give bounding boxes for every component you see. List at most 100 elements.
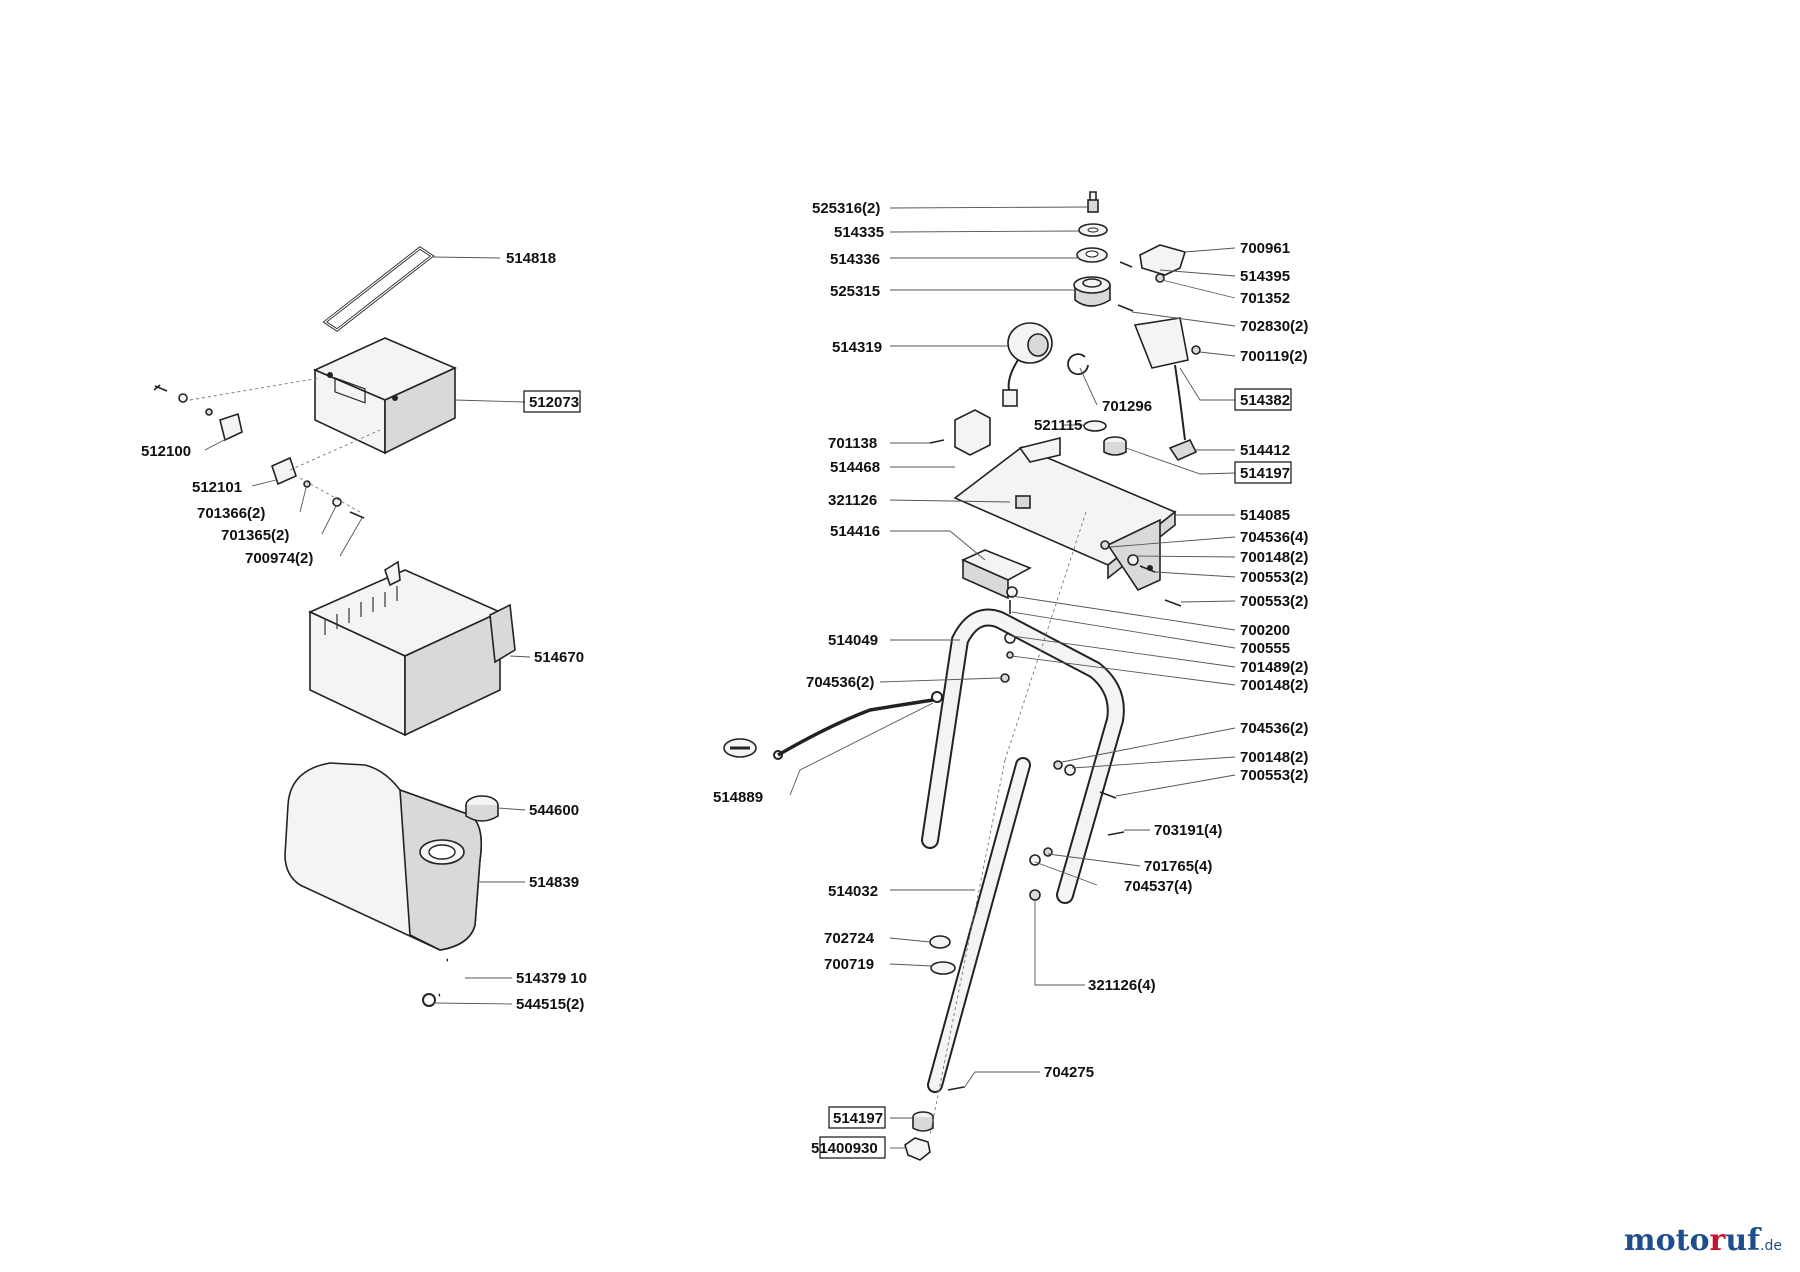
- part-number-label: 514416: [830, 523, 880, 540]
- relay: [929, 409, 991, 456]
- part-number-label: 704536(4): [1240, 529, 1308, 546]
- part-number-label: 514319: [832, 339, 882, 356]
- ignition-switch: [1073, 276, 1111, 307]
- part-number-label: 702724: [824, 930, 875, 947]
- terminal-cover-plus: [219, 412, 243, 442]
- brand-part1: moto: [1623, 1223, 1710, 1258]
- part-number-label: 704536(2): [1240, 720, 1308, 737]
- part-number-label: 514382: [1240, 392, 1290, 409]
- fuel-hose: [438, 957, 471, 997]
- part-number-label: 321126: [828, 492, 877, 509]
- brand-logo: motoruf.de: [1624, 1223, 1782, 1258]
- part-number-label: 544600: [529, 802, 579, 819]
- handlebar: [921, 608, 1125, 904]
- key-washer: [1078, 223, 1108, 237]
- part-number-label: 514412: [1240, 442, 1290, 459]
- switch-nut: [1076, 247, 1108, 263]
- bushing-lower: [912, 1111, 934, 1132]
- grommet: [1083, 420, 1107, 432]
- part-labels: 514818 512073 512100 512101 701366(2) 70…: [141, 200, 1308, 1159]
- clip: [1168, 438, 1198, 462]
- part-number-label: 514335: [834, 224, 884, 241]
- part-number-label: 701366(2): [197, 505, 265, 522]
- hose-clamp: [422, 993, 436, 1007]
- part-number-label: 701489(2): [1240, 659, 1308, 676]
- part-number-label: 512101: [192, 479, 242, 496]
- part-number-label: 514085: [1240, 507, 1290, 524]
- part-number-label: 700961: [1240, 240, 1290, 257]
- fasteners-handle: [929, 673, 1125, 975]
- part-number-label: 703191(4): [1154, 822, 1222, 839]
- part-number-label: 702830(2): [1240, 318, 1308, 335]
- boxed-label-frame: [1234, 461, 1292, 484]
- part-number-label: 321126(4): [1088, 977, 1156, 994]
- part-number-label: 700553(2): [1240, 569, 1308, 586]
- boxed-label-frame: [1234, 388, 1292, 411]
- part-number-label: 514197: [1240, 465, 1290, 482]
- part-number-label: 514818: [506, 250, 556, 267]
- part-number-label: 704537(4): [1124, 878, 1192, 895]
- assembly-line: [1004, 511, 1087, 761]
- assembly-line: [189, 377, 321, 401]
- part-number-label: 514468: [830, 459, 880, 476]
- horn: [1002, 322, 1053, 407]
- assembly-line: [929, 759, 1006, 1136]
- part-number-label: 700553(2): [1240, 767, 1308, 784]
- cable-holder: [961, 549, 1032, 600]
- part-number-label: 512100: [141, 443, 191, 460]
- part-number-label: 514839: [529, 874, 579, 891]
- battery-tray: [308, 560, 516, 737]
- steering-column: [927, 757, 1031, 1093]
- part-number-label: 544515(2): [516, 996, 584, 1013]
- part-number-label: 514670: [534, 649, 584, 666]
- part-number-label: 700555: [1240, 640, 1290, 657]
- part-number-label: 701365(2): [221, 527, 289, 544]
- brand-part2: r: [1709, 1223, 1726, 1258]
- brand-part3: uf: [1725, 1223, 1761, 1258]
- part-number-label: 700719: [824, 956, 874, 973]
- part-number-label: 514379 10: [516, 970, 587, 987]
- part-number-label: 514889: [713, 789, 763, 806]
- part-number-label: 700200: [1240, 622, 1290, 639]
- part-number-label: 514032: [828, 883, 878, 900]
- fuel-cap: [465, 795, 499, 822]
- part-number-label: 514395: [1240, 268, 1290, 285]
- part-number-label: 514197: [833, 1110, 883, 1127]
- part-number-label: 704536(2): [806, 674, 874, 691]
- steering-nut: [904, 1137, 931, 1161]
- part-number-label: 700148(2): [1240, 549, 1308, 566]
- part-number-label: 525316(2): [812, 200, 880, 217]
- circlip: [1067, 353, 1089, 376]
- part-number-label: 700148(2): [1240, 749, 1308, 766]
- spring-pin: [947, 1086, 965, 1091]
- part-number-label: 704275: [1044, 1064, 1094, 1081]
- part-number-label: 701352: [1240, 290, 1290, 307]
- part-number-label: 700974(2): [245, 550, 313, 567]
- ignition-key: [1087, 191, 1099, 213]
- terminal-cover-minus: [271, 456, 297, 486]
- part-number-label: 51400930: [811, 1140, 878, 1157]
- battery: [313, 337, 457, 455]
- boxed-label-frame: [828, 1106, 886, 1129]
- part-number-label: 514336: [830, 251, 880, 268]
- boxed-label-frame: [819, 1136, 886, 1159]
- part-number-label: 525315: [830, 283, 880, 300]
- mounting-plate: [1117, 304, 1201, 441]
- part-number-label: 701765(4): [1144, 858, 1212, 875]
- ground-cable: [723, 691, 943, 760]
- bushing-upper: [1103, 436, 1127, 456]
- part-number-label: 700119(2): [1240, 348, 1308, 365]
- part-number-label: 521115: [1034, 417, 1082, 434]
- part-number-label: 700553(2): [1240, 593, 1308, 610]
- assembly-line: [289, 429, 381, 471]
- fuel-tank: [284, 762, 483, 951]
- part-number-label: 514049: [828, 632, 878, 649]
- part-number-label: 701296: [1102, 398, 1152, 415]
- switch-bracket: [1119, 244, 1187, 283]
- part-number-label: 512073: [529, 394, 579, 411]
- boxed-label-frame: [523, 390, 581, 413]
- part-number-label: 700148(2): [1240, 677, 1308, 694]
- battery-strap: [322, 246, 435, 332]
